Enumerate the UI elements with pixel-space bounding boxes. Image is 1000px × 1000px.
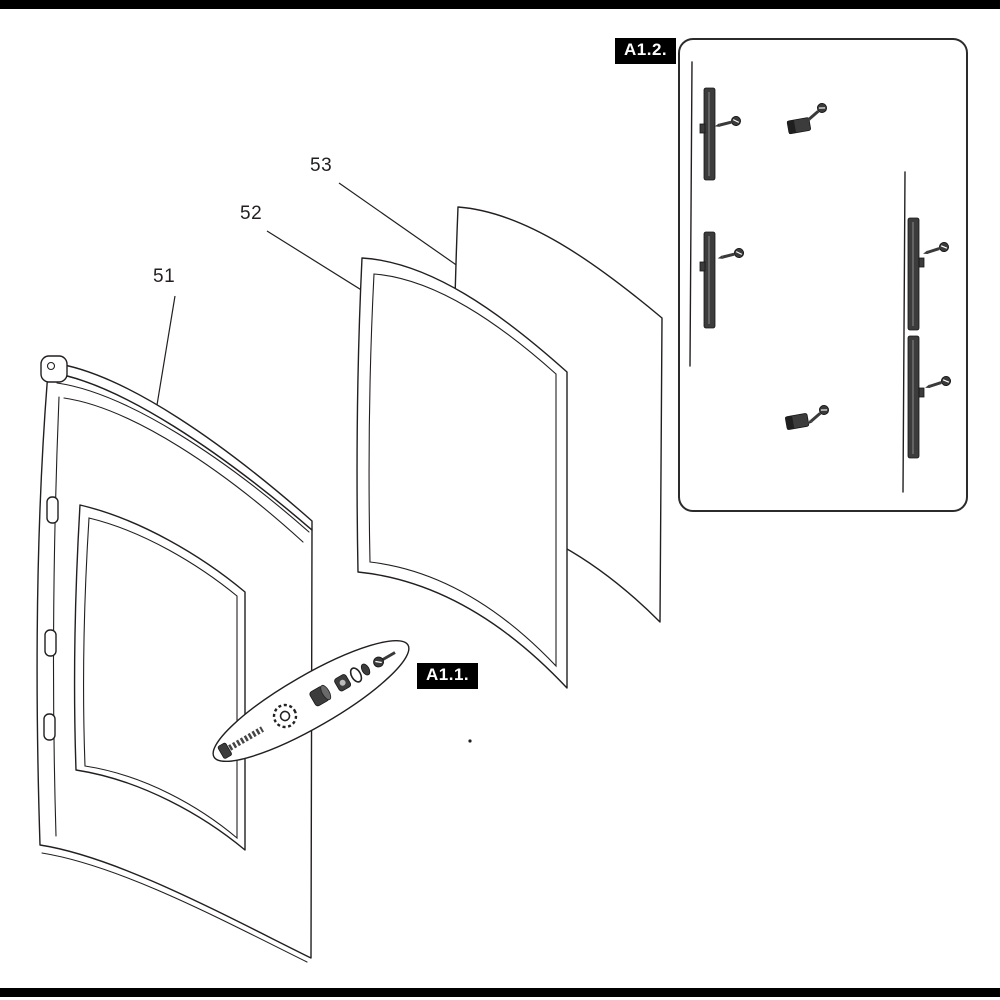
left-door-edge-line: [689, 61, 693, 367]
part-51-door-panel: [36, 355, 313, 963]
stray-reference-dot: [468, 739, 472, 743]
callout-tag-a1-2: A1.2.: [615, 38, 677, 64]
door-hinge-lug-1: [46, 496, 59, 524]
door-top-contour-2: [63, 397, 304, 543]
bottom-clip-bracket: [785, 413, 810, 430]
washer-icon: [349, 667, 363, 683]
small-washer-icon: [360, 663, 371, 676]
fastener-callout-oval: [212, 639, 410, 763]
detail-box-border: [678, 38, 968, 512]
right-glass-edge-line: [902, 171, 906, 493]
door-window-inner-frame: [83, 517, 238, 840]
part-52-glass-with-frame: [356, 257, 568, 689]
page-bottom-rule: [0, 988, 1000, 997]
door-bottom-band: [41, 852, 308, 963]
door-hinge-tab: [40, 355, 68, 383]
glass-52-outline: [356, 257, 568, 689]
right-retainer-strip-1: [907, 217, 925, 331]
door-hinge-hole: [46, 361, 56, 371]
small-screw-icon: [373, 651, 396, 668]
door-hinge-lug-2: [44, 629, 57, 657]
door-front-face: [36, 371, 313, 959]
door-top-contour-1: [56, 382, 310, 533]
door-hinge-lug-3: [43, 713, 56, 741]
right-retainer-strip-2: [907, 335, 925, 459]
glass-52-inner-frame: [368, 273, 557, 668]
left-retainer-strip-2: [699, 231, 716, 329]
spacer-bushing-icon: [309, 684, 332, 707]
callout-tag-a1-1: A1.1.: [417, 663, 479, 689]
nut-icon: [334, 674, 352, 692]
left-retainer-strip-1: [699, 87, 716, 181]
part-label-51: 51: [153, 266, 176, 287]
door-window-outer-frame: [73, 504, 246, 851]
door-left-edge-strip: [53, 396, 60, 837]
page-top-rule: [0, 0, 1000, 9]
part-label-52: 52: [240, 203, 263, 224]
detail-box-a12: [678, 38, 968, 512]
lock-washer-icon: [272, 703, 298, 729]
part-label-53: 53: [310, 155, 333, 176]
top-clip-bracket: [786, 117, 811, 135]
bolt-icon: [217, 726, 265, 759]
